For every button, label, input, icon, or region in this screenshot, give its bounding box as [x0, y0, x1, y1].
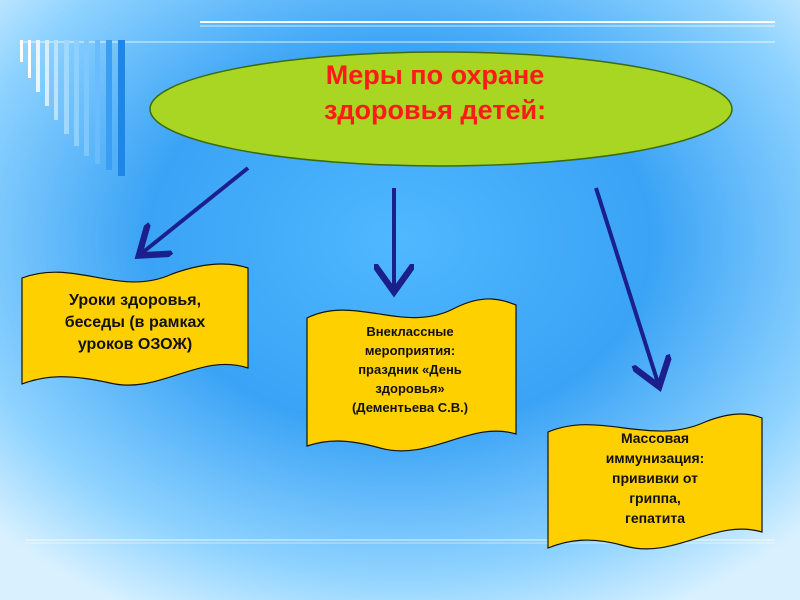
top-rule-lines — [20, 21, 775, 43]
title-ellipse — [149, 51, 733, 167]
box-1-line: беседы (в рамках — [64, 314, 206, 331]
box-1-text: Уроки здоровья, беседы (в рамках уроков … — [30, 290, 240, 356]
box-2-line: мероприятия: — [364, 343, 456, 358]
box-1-line: уроков ОЗОЖ) — [77, 336, 193, 353]
box-1-line: Уроки здоровья, — [68, 292, 202, 309]
box-3-line: Массовая — [620, 430, 690, 446]
box-2-line: праздник «День — [358, 362, 462, 377]
arrow-right — [594, 187, 658, 383]
title-line-2: здоровья детей: — [323, 95, 547, 125]
box-2-line: (Дементьева С.В.) — [351, 400, 469, 415]
box-2-line: Внеклассные — [366, 324, 454, 339]
box-3-line: гриппа, — [629, 490, 681, 506]
box-2-line: здоровья» — [375, 381, 445, 396]
scroll-shape-3 — [547, 413, 763, 550]
box-3-line: иммунизация: — [605, 450, 705, 466]
box-2-text: Внеклассные мероприятия: праздник «День … — [320, 322, 500, 417]
scroll-shape-1 — [21, 263, 249, 386]
box-3-text: Массовая иммунизация: прививки от гриппа… — [555, 428, 755, 528]
arrow-left — [142, 166, 250, 253]
title-line-1: Меры по охране — [325, 60, 545, 90]
box-3-line: гепатита — [625, 510, 685, 526]
box-3-line: прививки от — [612, 470, 698, 486]
scroll-shape-2 — [306, 298, 517, 452]
diagram-title: Меры по охране здоровья детей: — [170, 58, 700, 128]
corner-stripes-decoration — [20, 40, 125, 176]
